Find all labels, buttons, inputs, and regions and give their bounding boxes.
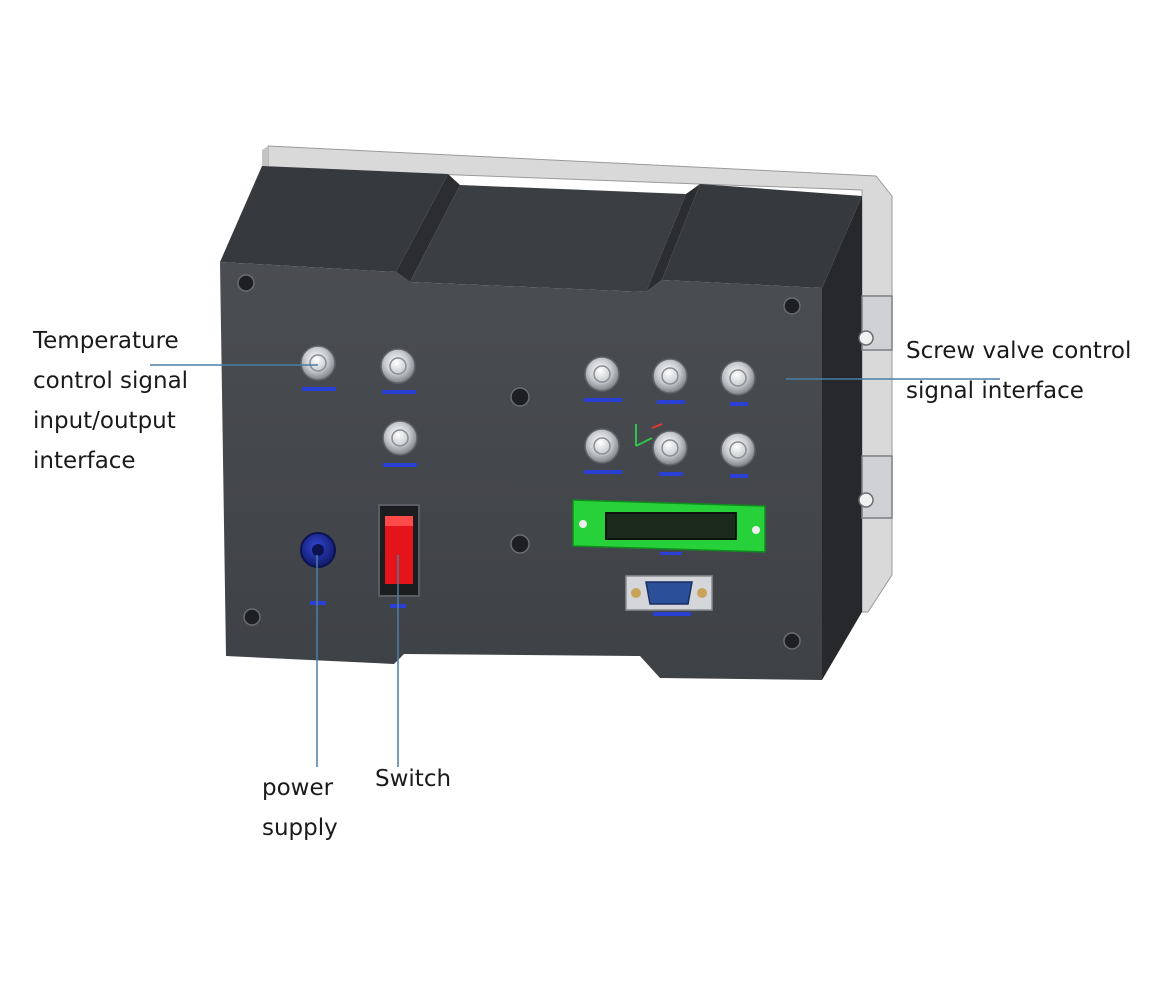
screw-valve-label-line-2: signal interface xyxy=(906,378,1084,404)
top-blocks xyxy=(220,166,862,292)
bnc-connector-icon xyxy=(584,356,756,468)
temperature-control-label: Temperature control signal input/output … xyxy=(33,321,188,481)
power-supply-label: power supply xyxy=(262,768,338,848)
rocker-switch-icon xyxy=(378,504,420,597)
bracket-icon xyxy=(858,295,893,519)
temperature-label-line-4: interface xyxy=(33,448,136,474)
front-panel xyxy=(220,262,822,680)
screw-valve-label-line-1: Screw valve control xyxy=(906,338,1132,364)
power-jack-icon xyxy=(300,532,336,568)
power-label-line-1: power xyxy=(262,775,334,801)
switch-label-text: Switch xyxy=(375,766,452,792)
switch-label: Switch xyxy=(375,759,451,799)
db9-connector-icon xyxy=(625,575,713,611)
terminal-block-icon xyxy=(572,499,766,555)
temperature-label-line-3: input/output xyxy=(33,408,176,434)
temperature-label-line-1: Temperature xyxy=(33,328,179,354)
bnc-connector-icon xyxy=(300,345,418,456)
axis-gizmo xyxy=(635,423,663,447)
back-plate xyxy=(262,145,893,613)
temperature-label-line-2: control signal xyxy=(33,368,189,394)
side-face xyxy=(822,196,862,680)
screw-valve-label: Screw valve control signal interface xyxy=(906,331,1131,411)
power-label-line-2: supply xyxy=(262,815,338,841)
screw-icon xyxy=(237,274,801,650)
port-caption-marks xyxy=(302,387,748,616)
leader-lines xyxy=(150,364,1000,767)
